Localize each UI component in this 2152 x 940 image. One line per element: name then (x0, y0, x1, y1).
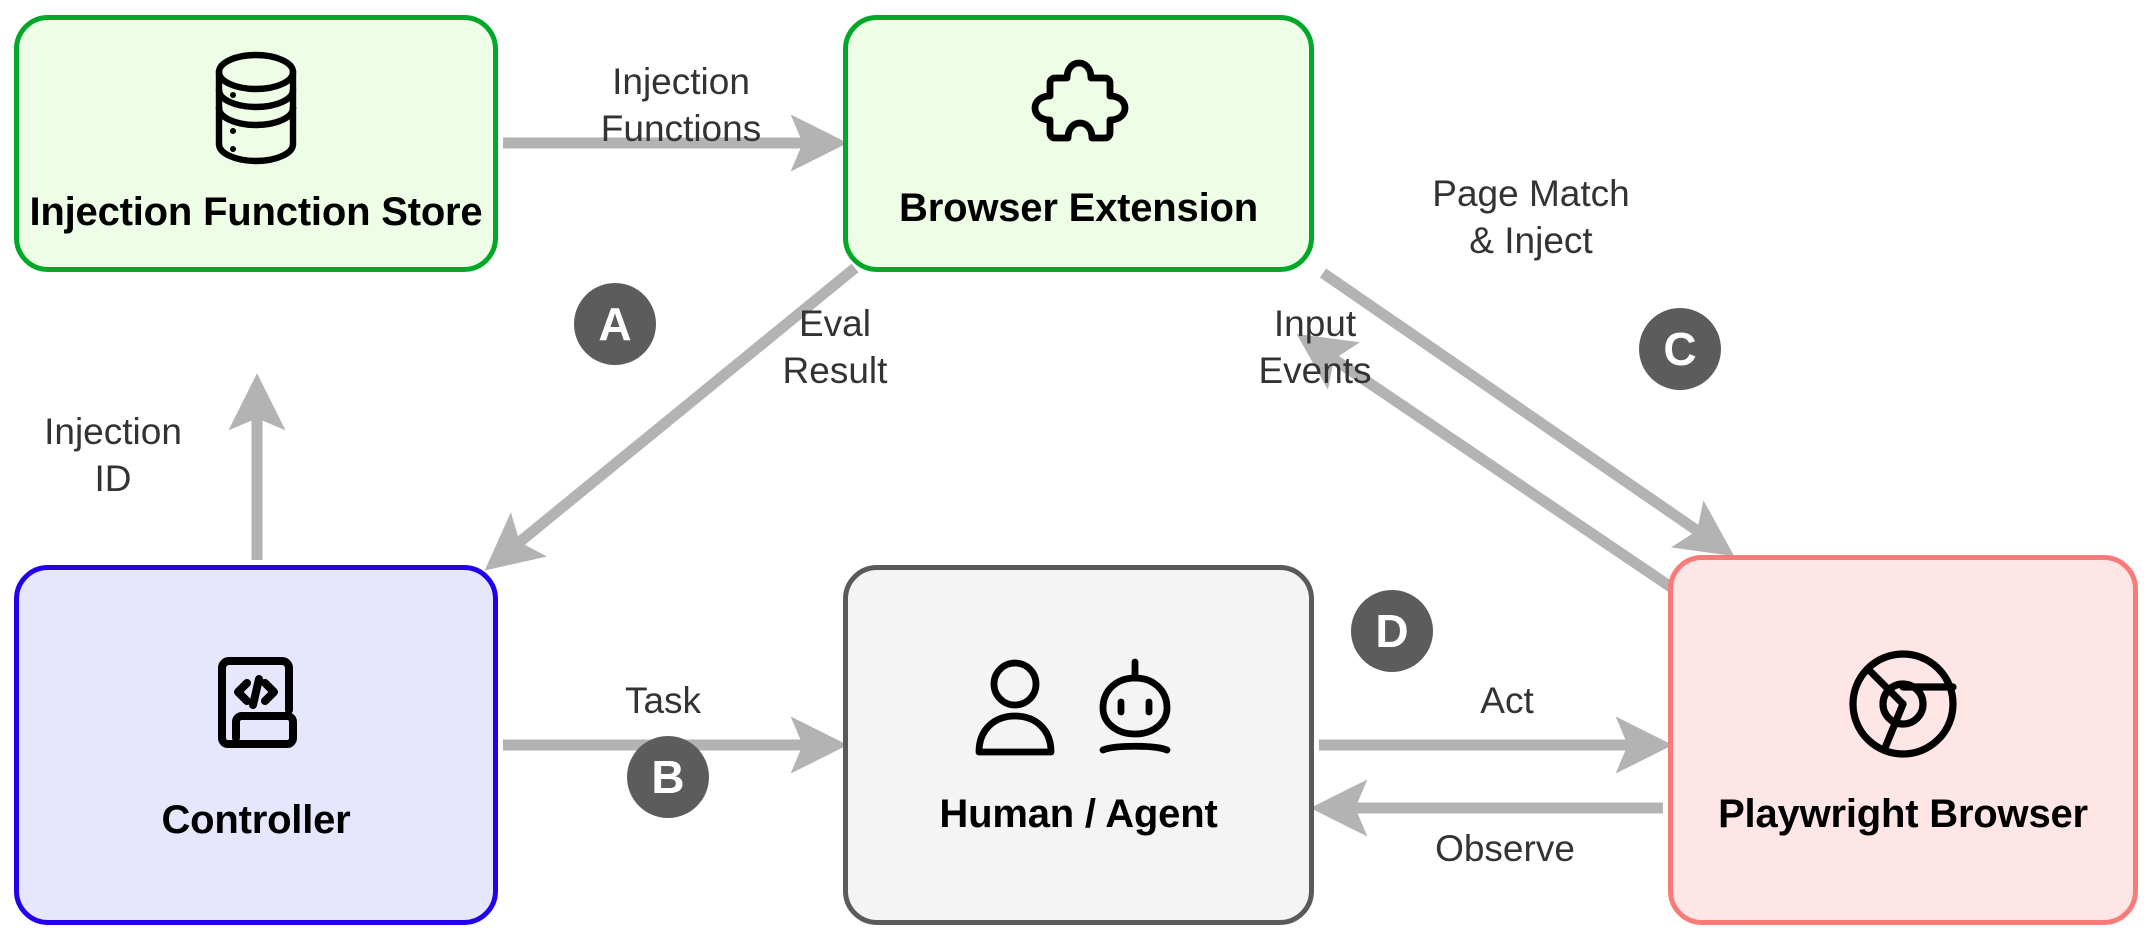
edge-label-eval-result: Eval Result (782, 303, 888, 392)
step-badge-b[interactable]: B (627, 736, 709, 818)
edge-eval-result (484, 263, 859, 571)
node-label-controller: Controller (161, 797, 351, 842)
edge-label-page-match-inject: Page Match & Inject (1432, 173, 1630, 262)
edge-label-task: Task (624, 680, 702, 721)
step-badge-a[interactable]: A (574, 283, 656, 365)
node-label-injection-function-store: Injection Function Store (29, 190, 483, 235)
edge-label-injection-functions: Injection Functions (600, 61, 762, 150)
edge-page-match-inject (1319, 268, 1735, 557)
node-human-agent[interactable]: Human / Agent (843, 565, 1314, 925)
node-label-playwright-browser: Playwright Browser (1718, 791, 2088, 836)
chrome-icon (1841, 642, 1965, 766)
edge-label-input-events: Input Events (1258, 303, 1372, 392)
database-icon (202, 50, 310, 166)
node-playwright-browser[interactable]: Playwright Browser (1668, 555, 2138, 925)
step-badge-d[interactable]: D (1351, 590, 1433, 672)
step-badge-c[interactable]: C (1639, 308, 1721, 390)
node-label-browser-extension: Browser Extension (899, 186, 1258, 231)
edge-input-events (1296, 333, 1694, 605)
node-browser-extension[interactable]: Browser Extension (843, 15, 1314, 272)
puzzle-piece-icon (1023, 54, 1135, 166)
node-label-human-agent: Human / Agent (939, 791, 1218, 836)
node-controller[interactable]: Controller (14, 565, 498, 925)
code-window-icon (198, 646, 314, 762)
node-injection-function-store[interactable]: Injection Function Store (14, 15, 498, 272)
person-and-robot-icon (959, 652, 1199, 764)
edge-label-observe: Observe (1435, 828, 1575, 869)
edge-label-act: Act (1480, 680, 1534, 721)
edge-label-injection-id: Injection ID (44, 411, 182, 500)
